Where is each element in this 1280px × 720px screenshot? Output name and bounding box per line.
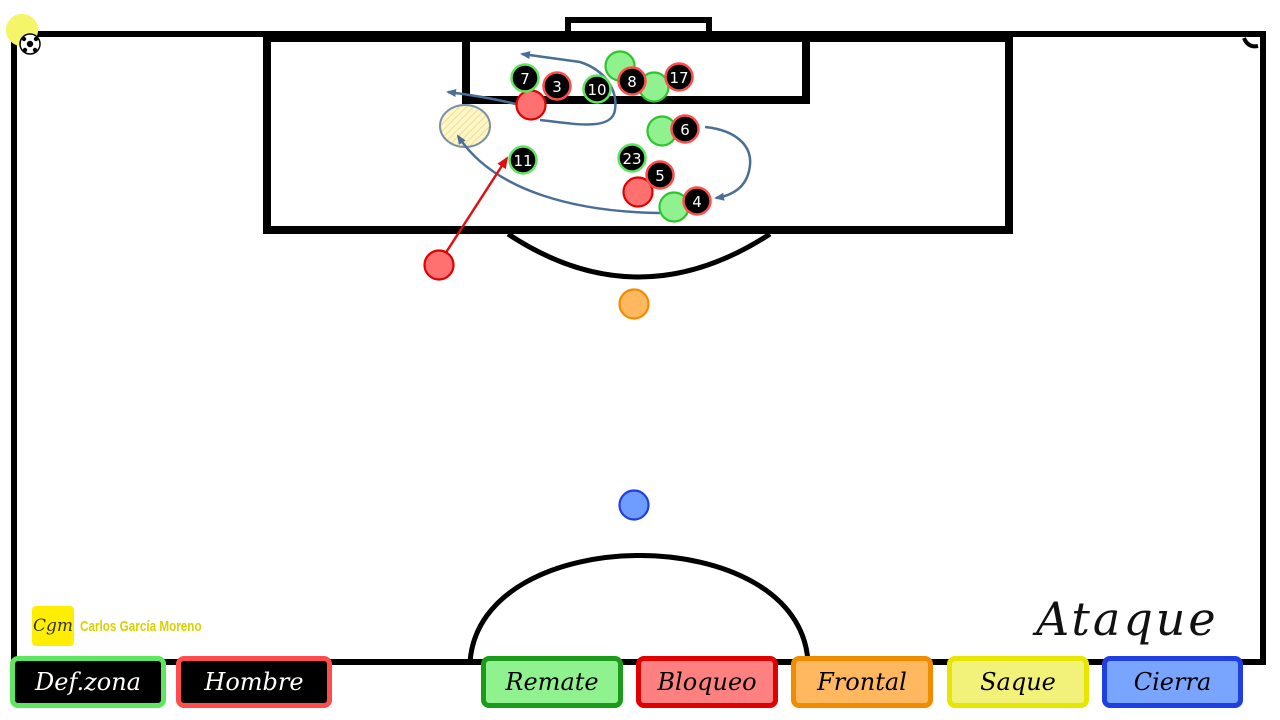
defender-number: 4 [692,193,702,211]
goal-area [462,34,810,104]
defender-8: 8 [617,66,647,96]
defender-token [617,66,647,96]
legend-label: Saque [980,668,1056,696]
pass-arrow [443,156,509,255]
brand-name: Carlos García Moreno [80,617,202,635]
run-arrow-near-post [704,125,752,201]
legend-label: Cierra [1133,668,1212,696]
attacker-bloqueo [515,89,547,121]
brand-logo: Cgm [32,606,74,646]
defender-number: 17 [669,69,688,87]
attacker-bloqueo [622,176,654,208]
defender-11: 11 [508,145,538,175]
defender-token [542,71,572,101]
attacker-frontal [618,288,650,320]
goal [565,17,712,37]
defender-token [508,145,538,175]
defender-token [582,74,612,104]
brand: Cgm Carlos García Moreno [32,604,236,648]
defender-token [510,63,540,93]
defender-10: 10 [582,74,612,104]
run-arrow-to-far-post [520,51,617,126]
penalty-arc [506,231,772,280]
touch-line [11,31,1266,665]
defender-token [664,62,694,92]
target-zone [439,104,491,148]
defenders-layer: 7 3 10 8 17 6 11 23 5 4 [508,62,712,216]
defender-number: 7 [520,70,530,88]
defender-4: 4 [682,186,712,216]
defender-number: 23 [622,150,641,168]
defender-5: 5 [645,160,675,190]
defender-3: 3 [542,71,572,101]
attacker-cierra [618,489,650,521]
defender-7: 7 [510,63,540,93]
centre-circle [467,553,811,663]
legend-label: Hombre [204,668,304,696]
defender-number: 8 [627,73,637,91]
legend-label: Frontal [817,668,907,696]
defender-number: 3 [552,78,562,96]
defender-token [670,114,700,144]
legend-bloqueo[interactable]: Bloqueo [636,656,778,708]
attacker-bloqueo [423,249,455,281]
legend-label: Remate [505,668,599,696]
legend-label: Def.zona [35,668,141,696]
defender-6: 6 [670,114,700,144]
legend-def-zona[interactable]: Def.zona [10,656,166,708]
defender-number: 6 [680,121,690,139]
legend-saque[interactable]: Saque [947,656,1089,708]
defender-token [645,160,675,190]
legend-remate[interactable]: Remate [481,656,623,708]
defender-token [617,143,647,173]
defender-number: 5 [655,167,665,185]
corner-arc [1242,37,1259,49]
pitch-lines [11,17,1266,665]
legend-frontal[interactable]: Frontal [791,656,933,708]
defender-number: 10 [587,81,606,99]
ball-icon [19,33,41,55]
defender-number: 11 [513,152,532,170]
legend-cierra[interactable]: Cierra [1102,656,1243,708]
defender-17: 17 [664,62,694,92]
legend-label: Bloqueo [657,668,757,696]
defender-token [682,186,712,216]
run-arrow-long-curve [456,134,661,215]
legend-hombre[interactable]: Hombre [176,656,332,708]
diagram-title: Ataque [1036,592,1219,646]
defender-23: 23 [617,143,647,173]
